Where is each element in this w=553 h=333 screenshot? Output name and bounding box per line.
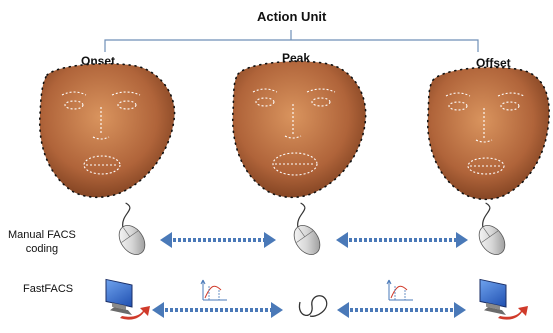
face-peak-skin [233,61,366,197]
face-offset [428,67,549,199]
mouse-icon [463,202,515,259]
arrowhead-right-icon [264,232,276,248]
monitor-icon [480,279,506,315]
arrowhead-left-icon [160,232,172,248]
face-onset-skin [40,64,175,198]
arrowhead-right-icon [271,302,283,318]
mouse-icon [103,202,155,259]
face-offset-skin [428,67,549,199]
mini-plot-icon [201,280,227,300]
action-unit-bracket [105,40,478,52]
arrowhead-right-icon [456,232,468,248]
mouse-icon [278,202,330,259]
arrowhead-left-icon [152,302,164,318]
arrowhead-left-icon [337,302,349,318]
arrowhead-left-icon [336,232,348,248]
mini-plot-icon [387,280,413,300]
mouse-cable-icon [299,296,326,317]
face-onset [40,64,175,198]
monitor-icon [106,279,132,315]
face-peak [233,61,366,197]
arrowhead-right-icon [454,302,466,318]
